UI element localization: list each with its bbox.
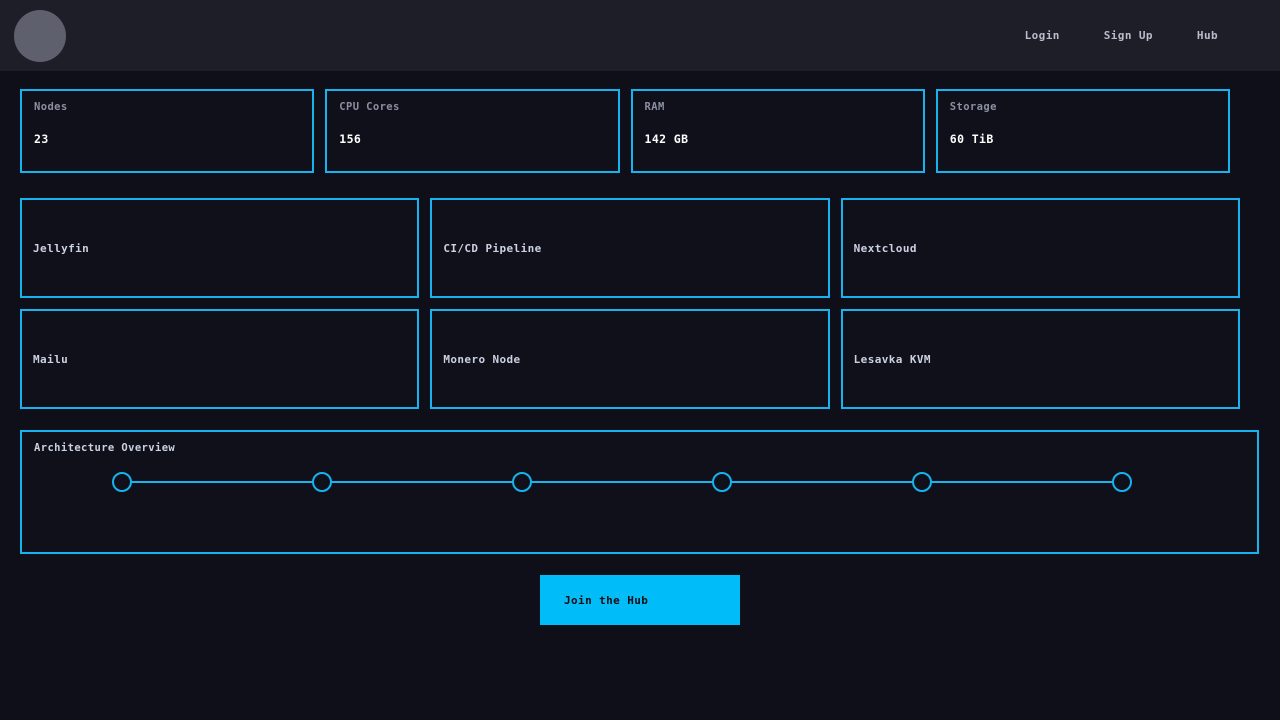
service-name: Mailu [33, 352, 69, 366]
site-header: Login Sign Up Hub [0, 0, 1280, 71]
stat-label: CPU Cores [339, 101, 400, 113]
join-the-hub-button[interactable]: Join the Hub [540, 575, 740, 625]
service-name: Lesavka KVM [853, 352, 931, 366]
cta-section: Join the Hub [0, 575, 1280, 625]
main-navigation: Login Sign Up Hub [981, 29, 1218, 42]
architecture-node-5[interactable] [912, 472, 932, 492]
service-card-jellyfin[interactable]: Jellyfin [20, 198, 420, 298]
architecture-node-4[interactable] [712, 472, 732, 492]
architecture-title: Architecture Overview [34, 442, 176, 454]
services-grid: Jellyfin CI/CD Pipeline Nextcloud Mailu … [0, 173, 1280, 409]
architecture-node-2[interactable] [312, 472, 332, 492]
nav-link-sign-up[interactable]: Sign Up [1103, 29, 1153, 42]
service-name: CI/CD Pipeline [443, 241, 542, 255]
stat-label: RAM [644, 101, 665, 113]
architecture-node-diagram [112, 472, 1132, 492]
user-avatar-circle-icon[interactable] [14, 9, 66, 62]
service-card-cicd-pipeline[interactable]: CI/CD Pipeline [430, 198, 830, 298]
nav-link-login[interactable]: Login [1024, 29, 1060, 42]
nav-link-hub[interactable]: Hub [1196, 29, 1218, 42]
architecture-node-6[interactable] [1112, 472, 1132, 492]
stat-label: Nodes [34, 101, 68, 113]
service-name: Jellyfin [33, 241, 90, 255]
service-name: Monero Node [443, 352, 521, 366]
architecture-node-3[interactable] [512, 472, 532, 492]
service-card-nextcloud[interactable]: Nextcloud [840, 198, 1240, 298]
stat-value: 142 GB [644, 132, 689, 146]
stat-value: 23 [34, 132, 49, 146]
service-card-lesavka-kvm[interactable]: Lesavka KVM [840, 309, 1240, 409]
stat-card-cpu-cores: CPU Cores 156 [325, 89, 620, 173]
stat-label: Storage [949, 101, 997, 113]
service-card-monero-node[interactable]: Monero Node [430, 309, 830, 409]
stat-value: 60 TiB [949, 132, 994, 146]
stat-card-storage: Storage 60 TiB [935, 89, 1230, 173]
stats-row: Nodes 23 CPU Cores 156 RAM 142 GB Storag… [0, 71, 1280, 173]
stat-card-ram: RAM 142 GB [630, 89, 925, 173]
architecture-node-1[interactable] [112, 472, 132, 492]
stat-value: 156 [339, 132, 362, 146]
page-content: Nodes 23 CPU Cores 156 RAM 142 GB Storag… [0, 71, 1280, 625]
architecture-overview-panel: Architecture Overview [20, 430, 1259, 554]
join-the-hub-label: Join the Hub [564, 593, 649, 607]
stat-card-nodes: Nodes 23 [20, 89, 315, 173]
service-card-mailu[interactable]: Mailu [20, 309, 420, 409]
service-name: Nextcloud [853, 241, 917, 255]
